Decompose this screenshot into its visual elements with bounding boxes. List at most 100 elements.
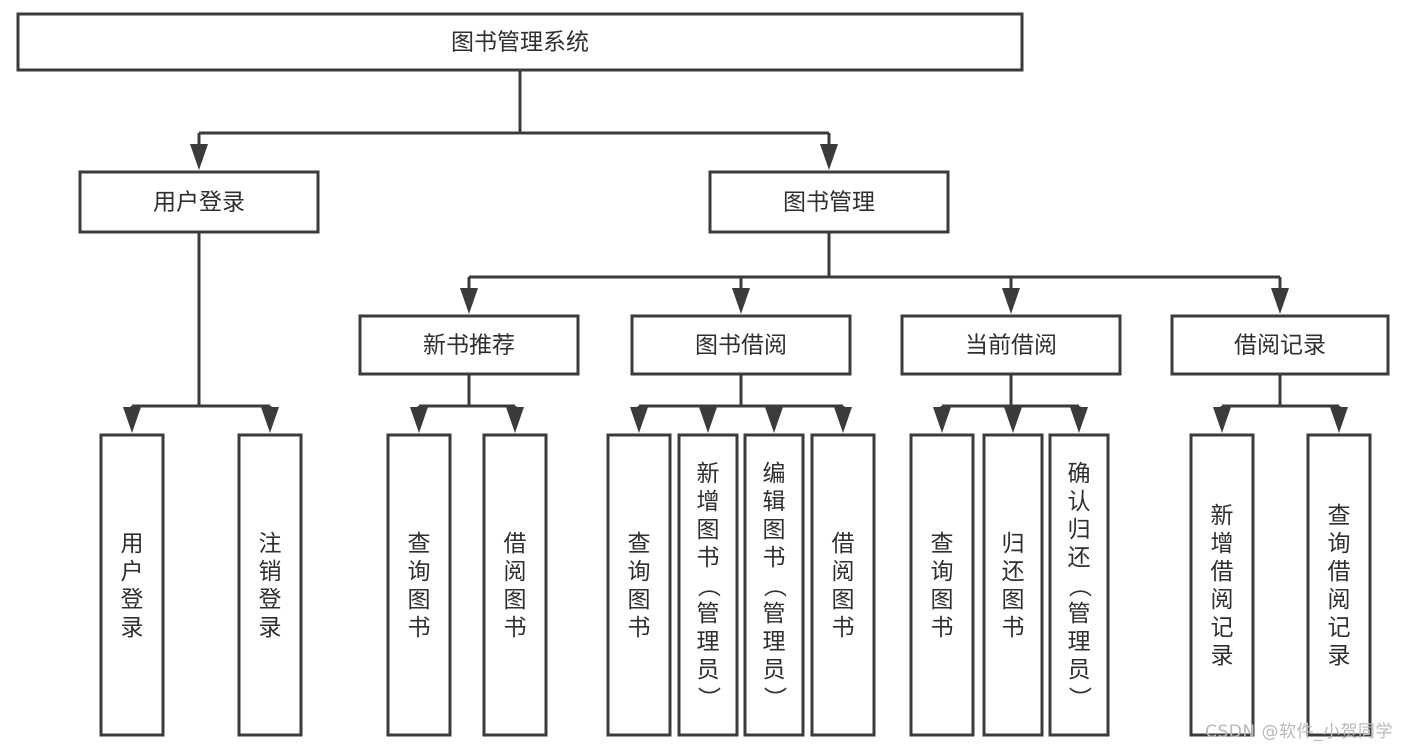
- node-label-leaf-confirm-return: 认: [1068, 489, 1091, 515]
- node-label-leaf-return-book: 图: [1002, 587, 1025, 613]
- arrowhead-icon: [190, 144, 208, 170]
- node-box-leaf-add-record[interactable]: [1189, 433, 1255, 737]
- node-box-leaf-query-book-2[interactable]: [606, 433, 672, 737]
- arrowhead-icon: [1271, 288, 1289, 314]
- node-label-leaf-return-book: 书: [1002, 615, 1025, 641]
- node-label-leaf-edit-book: 员: [763, 657, 786, 683]
- node-box-user-login[interactable]: [78, 170, 320, 234]
- node-label-leaf-add-record: 借: [1211, 559, 1234, 585]
- node-box-leaf-return-book[interactable]: [982, 433, 1044, 737]
- arrowhead-icon: [1070, 407, 1088, 433]
- node-label-leaf-confirm-return: ）: [1066, 686, 1092, 709]
- node-box-leaf-user-login[interactable]: [99, 433, 165, 737]
- node-label-leaf-query-record: 记: [1328, 615, 1351, 641]
- node-label-new-book-rec: 新书推荐: [423, 333, 515, 359]
- node-box-leaf-logout[interactable]: [237, 433, 303, 737]
- node-label-leaf-logout: 录: [259, 615, 282, 641]
- node-label-user-login: 用户登录: [153, 190, 245, 216]
- node-label-leaf-user-login: 户: [121, 559, 144, 585]
- node-label-leaf-edit-book: 辑: [763, 489, 786, 515]
- node-box-borrow-record[interactable]: [1170, 314, 1390, 376]
- node-label-leaf-logout: 销: [259, 559, 282, 585]
- node-label-leaf-edit-book: （: [761, 574, 787, 597]
- node-box-root[interactable]: [16, 12, 1024, 72]
- node-label-leaf-edit-book: 编: [763, 461, 786, 487]
- arrowhead-icon: [820, 144, 838, 170]
- node-box-leaf-add-book[interactable]: [677, 433, 739, 737]
- node-layer: 图书管理系统用户登录图书管理新书推荐图书借阅当前借阅借阅记录用户登录注销登录查询…: [16, 12, 1390, 737]
- node-label-leaf-borrow-book-1: 借: [504, 531, 527, 557]
- node-label-leaf-query-record: 录: [1328, 643, 1351, 669]
- node-root[interactable]: 图书管理系统: [16, 12, 1024, 72]
- node-label-leaf-query-record: 阅: [1328, 587, 1351, 613]
- node-new-book-rec[interactable]: 新书推荐: [358, 314, 580, 376]
- node-box-leaf-query-book-1[interactable]: [386, 433, 452, 737]
- connector-user-login: [123, 232, 279, 433]
- node-box-book-manage[interactable]: [708, 170, 950, 234]
- node-label-leaf-query-book-1: 询: [408, 559, 431, 585]
- node-current-borrow[interactable]: 当前借阅: [900, 314, 1122, 376]
- arrowhead-icon: [1213, 407, 1231, 433]
- node-label-leaf-confirm-return: 理: [1068, 629, 1091, 655]
- node-label-leaf-borrow-book-2: 阅: [832, 559, 855, 585]
- node-book-borrow[interactable]: 图书借阅: [630, 314, 852, 376]
- node-box-new-book-rec[interactable]: [358, 314, 580, 376]
- node-label-leaf-add-book: 书: [697, 545, 720, 571]
- node-label-leaf-confirm-return: 还: [1068, 545, 1091, 571]
- node-label-leaf-query-book-1: 图: [408, 587, 431, 613]
- arrowhead-icon: [460, 288, 478, 314]
- connector-layer: [123, 70, 1348, 433]
- node-box-book-borrow[interactable]: [630, 314, 852, 376]
- node-borrow-record[interactable]: 借阅记录: [1170, 314, 1390, 376]
- node-box-current-borrow[interactable]: [900, 314, 1122, 376]
- arrowhead-icon: [1330, 407, 1348, 433]
- node-label-leaf-add-record: 记: [1211, 615, 1234, 641]
- node-leaf-user-login[interactable]: 用户登录: [99, 433, 165, 737]
- node-label-leaf-confirm-return: （: [1066, 574, 1092, 597]
- node-user-login[interactable]: 用户登录: [78, 170, 320, 234]
- node-label-leaf-add-record: 阅: [1211, 587, 1234, 613]
- arrowhead-icon: [630, 407, 648, 433]
- node-label-root: 图书管理系统: [451, 30, 589, 56]
- node-label-leaf-add-book: 员: [697, 657, 720, 683]
- node-label-leaf-confirm-return: 员: [1068, 657, 1091, 683]
- node-label-leaf-add-record: 录: [1211, 643, 1234, 669]
- node-book-manage[interactable]: 图书管理: [708, 170, 950, 234]
- node-label-leaf-borrow-book-2: 图: [832, 587, 855, 613]
- node-box-leaf-confirm-return[interactable]: [1048, 433, 1110, 737]
- connector-new-book-rec: [410, 374, 524, 433]
- node-label-leaf-query-book-1: 书: [408, 615, 431, 641]
- node-label-leaf-add-book: 图: [697, 517, 720, 543]
- node-label-leaf-edit-book: 书: [763, 545, 786, 571]
- node-label-leaf-edit-book: 理: [763, 629, 786, 655]
- connector-root: [190, 70, 838, 170]
- node-box-leaf-edit-book[interactable]: [743, 433, 805, 737]
- arrowhead-icon: [1002, 288, 1020, 314]
- arrowhead-icon: [732, 288, 750, 314]
- node-label-leaf-query-book-3: 查: [931, 531, 954, 557]
- arrowhead-icon: [765, 407, 783, 433]
- node-box-leaf-query-record[interactable]: [1306, 433, 1372, 737]
- node-box-leaf-query-book-3[interactable]: [909, 433, 975, 737]
- connector-current-borrow: [933, 374, 1088, 433]
- node-label-leaf-query-book-1: 查: [408, 531, 431, 557]
- watermark-label: CSDN @软件_小贺同学: [1205, 722, 1393, 742]
- node-box-leaf-borrow-book-1[interactable]: [482, 433, 548, 737]
- connector-book-manage: [460, 232, 1289, 314]
- node-box-leaf-borrow-book-2[interactable]: [810, 433, 876, 737]
- arrowhead-icon: [699, 407, 717, 433]
- node-label-leaf-add-book: 增: [697, 489, 720, 515]
